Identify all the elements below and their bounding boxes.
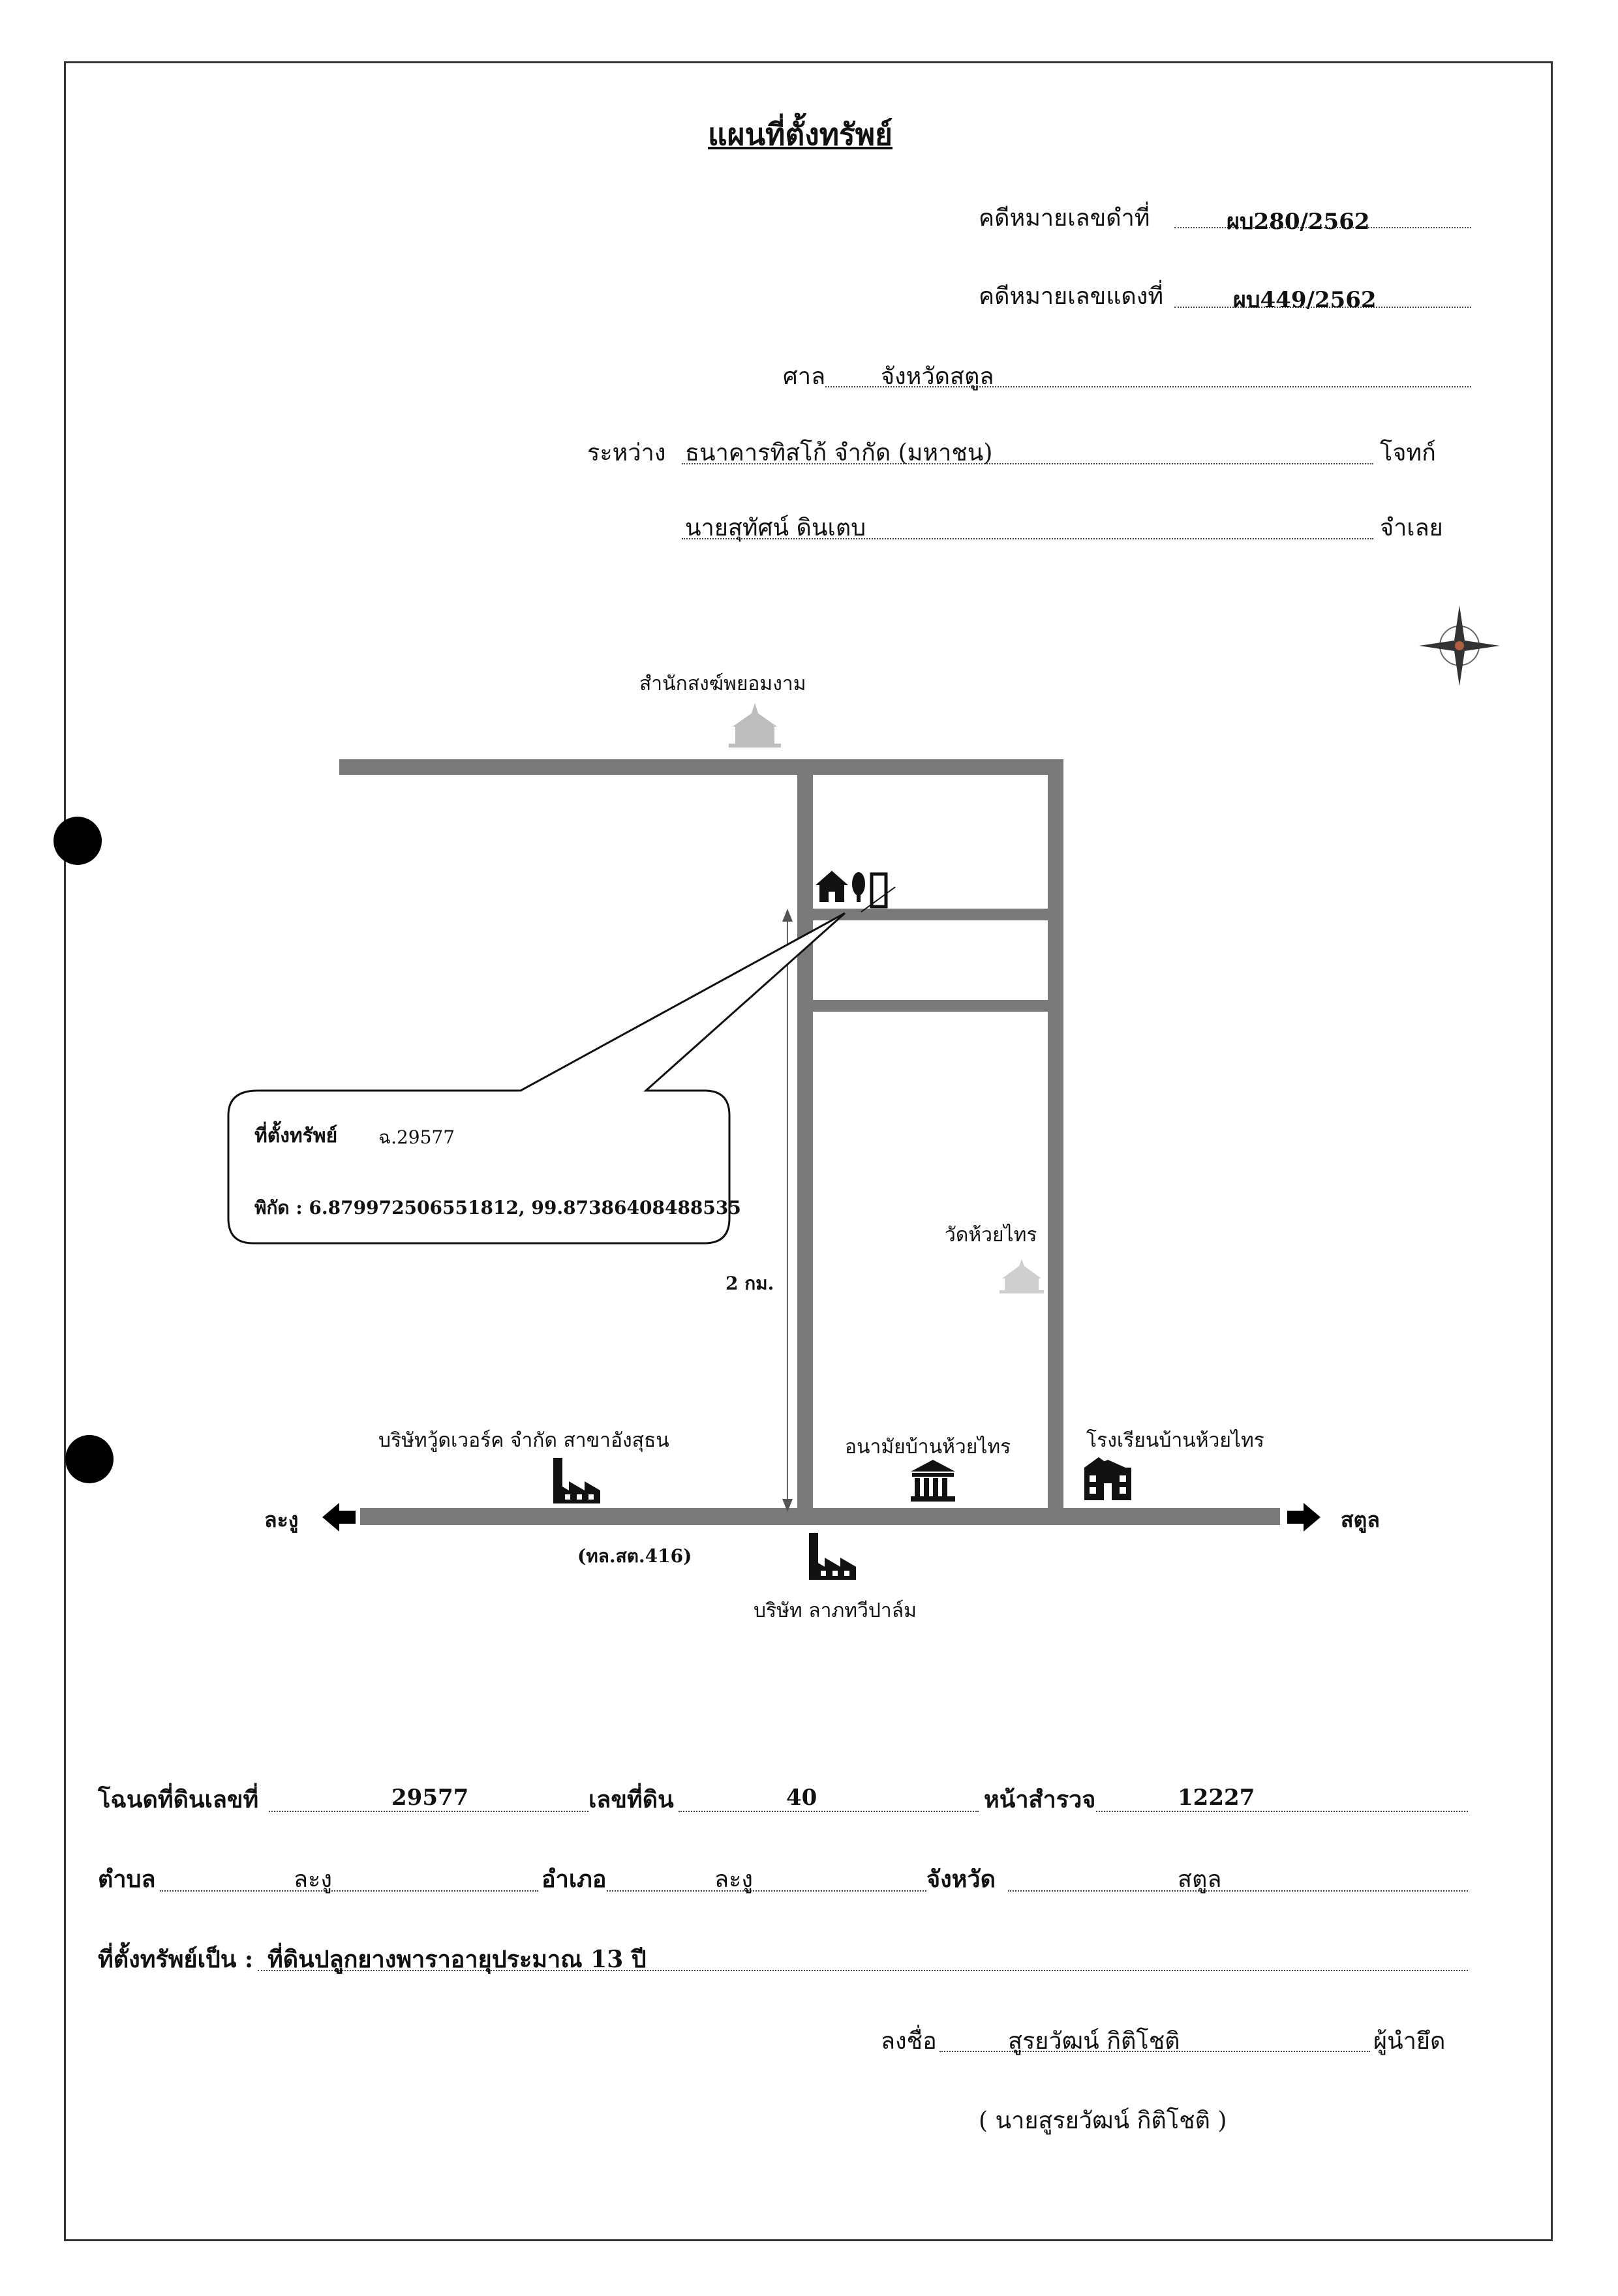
callout-coordinates: พิกัด : 6.879972506551812, 99.8738640848… [254,1197,741,1218]
distance-label: 2 กม. [725,1273,774,1294]
building-icon [870,872,888,909]
company-south-label: บริษัท ลาภทวีปาล์ม [754,1599,917,1622]
signer-full-name: ( นายสูรยวัฒน์ กิติโชติ ) [979,2107,1227,2134]
factory-icon [809,1533,856,1580]
black-case-number: ผบ280/2562 [1227,209,1370,235]
arrow-right-icon [1287,1503,1320,1532]
distance-marker [782,909,793,1512]
red-case-number: ผบ449/2562 [1233,287,1377,313]
defendant-name: นายสุทัศน์ ดินเตบ [685,515,866,541]
temple-icon [729,703,781,748]
temple-icon [1000,1259,1044,1293]
road-network [339,759,1280,1525]
land-number: 40 [786,1785,817,1811]
compass-icon [1419,605,1500,686]
subdistrict-label: ตำบล [98,1865,156,1893]
house-tree-icon [816,871,865,902]
subdistrict-value: ละงู [294,1866,332,1893]
road-west-vertical [797,759,813,1517]
district-value: ละงู [714,1866,753,1893]
temple-north-label: สำนักสงฆ์พยอมงาม [639,672,806,695]
health-center-label: อนามัยบ้านห้วยไทร [845,1436,1011,1458]
punch-hole [65,1435,114,1483]
plaintiff-role: โจทก์ [1380,440,1436,466]
school-icon [1084,1457,1131,1500]
province-label: จังหวัด [926,1865,996,1893]
highway-label: (ทล.สต.416) [577,1545,692,1567]
east-direction-label: สตูล [1341,1507,1380,1532]
road-cross-1 [813,909,1048,920]
company-west-label: บริษัทวู้ดเวอร์ค จำกัด สาขาอังสุธน [378,1429,669,1452]
court-name: จังหวัดสตูล [881,363,994,390]
survey-label: หน้าสำรวจ [984,1786,1096,1813]
plaintiff-name: ธนาคารทิสโก้ จำกัด (มหาชน) [685,440,993,466]
factory-icon [553,1458,600,1503]
school-label: โรงเรียนบ้านห้วยไทร [1086,1429,1264,1452]
between-label: ระหว่าง [587,440,666,466]
land-no-label: เลขที่ดิน [588,1786,674,1813]
punch-hole [53,817,102,865]
road-north [339,759,1063,775]
survey-number: 12227 [1178,1785,1255,1811]
temple-east-label: วัดห้วยไทร [945,1224,1037,1246]
west-direction-label: ละงู [264,1507,299,1532]
road-east-vertical [1048,759,1063,1517]
document-border [64,61,1553,2241]
defendant-role: จำเลย [1380,515,1443,541]
court-label: ศาล [783,363,826,390]
road-cross-2 [813,1000,1048,1012]
signer-role: ผู้นำยึด [1373,2028,1446,2055]
signature-label: ลงชื่อ [881,2028,937,2055]
arrow-left-icon [322,1503,356,1532]
property-description: ที่ดินปลูกยางพาราอายุประมาณ 13 ปี [267,1946,647,1973]
district-label: อำเภอ [542,1865,607,1893]
callout-title: ที่ตั้งทรัพย์ [254,1125,338,1147]
callout-deed: ฉ.29577 [378,1126,455,1148]
red-case-label: คดีหมายเลขแดงที่ [979,283,1164,310]
deed-label: โฉนดที่ดินเลขที่ [98,1786,259,1813]
page-title: แผนที่ตั้งทรัพย์ [708,117,893,152]
signer-name: สูรยวัฒน์ กิติโชติ [1008,2028,1180,2055]
property-type-label: ที่ตั้งทรัพย์เป็น : [98,1946,254,1973]
deed-number: 29577 [391,1785,469,1811]
government-building-icon [911,1460,955,1502]
province-value: สตูล [1178,1866,1222,1893]
callout-box [227,912,846,1245]
black-case-label: คดีหมายเลขดำที่ [979,205,1150,232]
highway-416 [360,1508,1280,1525]
